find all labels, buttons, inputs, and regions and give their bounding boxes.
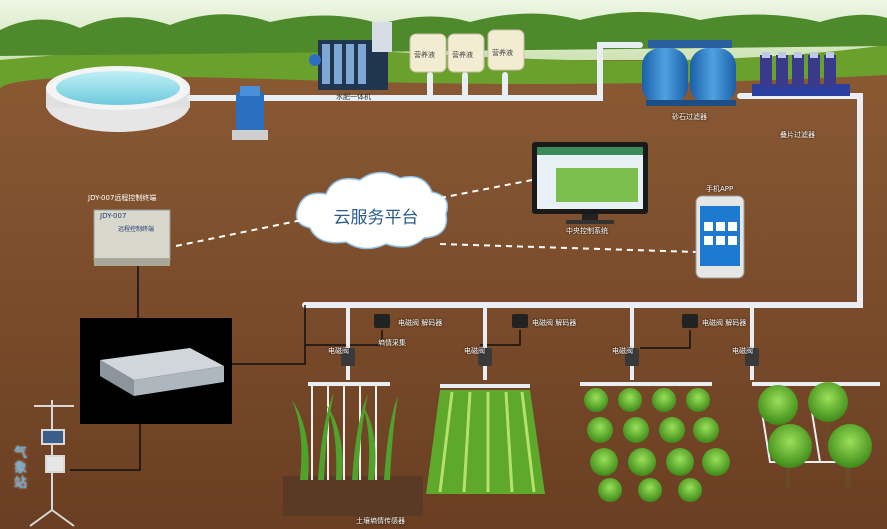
- valve-2-label: 电磁阀: [464, 347, 485, 355]
- controller-model-label: JDY-007: [100, 212, 127, 220]
- water-pump: [232, 86, 268, 140]
- cloud-platform: [295, 171, 449, 250]
- decoder-3-label: 电磁阀 解码器: [702, 319, 747, 327]
- controller-box: [93, 209, 171, 266]
- monitor-label: 中央控制系统: [566, 227, 608, 235]
- mixer-label: 水肥一体机: [336, 93, 371, 101]
- field-shrubs: [584, 388, 730, 502]
- field-trees: [758, 382, 872, 488]
- field-vegetables: [426, 390, 545, 494]
- cloud-platform-label: 云服务平台: [333, 208, 419, 228]
- decoder-2-label: 电磁阀 解码器: [532, 319, 577, 327]
- signal-wiring: [70, 266, 691, 471]
- fertigation-unit: [309, 22, 392, 90]
- decoder-1-label: 电磁阀 解码器: [398, 319, 443, 327]
- controller-title: JDY-007远程控制终端: [88, 194, 157, 202]
- branch-pipes: [308, 305, 880, 388]
- phone-label: 手机APP: [706, 185, 734, 193]
- industrial-pc: [80, 318, 232, 424]
- weather-station-label: 气象站: [14, 446, 28, 491]
- disc-filter: [752, 52, 850, 96]
- valve-4-label: 电磁阀: [732, 347, 753, 355]
- wireless-links: [175, 179, 697, 253]
- decoders: [374, 314, 698, 328]
- controller-face-label: 远程控制终端: [118, 226, 155, 233]
- valve-3-label: 电磁阀: [612, 347, 633, 355]
- weather-station: [29, 400, 75, 527]
- sand-filter-label: 砂石过滤器: [672, 113, 707, 121]
- sand-filter: [642, 40, 736, 106]
- reservoir: [46, 66, 190, 132]
- valve-1-label: 电磁阀: [328, 347, 349, 355]
- tank-1-label: 营养液: [414, 51, 435, 59]
- soil-sensor-label: 土壤墒情传感器: [356, 517, 405, 525]
- tank-3-label: 营养液: [492, 49, 513, 57]
- fertilizer-tanks: [409, 29, 525, 73]
- mobile-phone: [695, 195, 745, 279]
- tank-2-label: 营养液: [452, 51, 473, 59]
- field-corn: [283, 384, 423, 516]
- disc-filter-label: 叠片过滤器: [780, 131, 815, 139]
- solenoid-valves: [341, 348, 759, 366]
- central-monitor: [532, 142, 648, 224]
- soil-sensor-2-label: 墒情采集: [378, 339, 406, 347]
